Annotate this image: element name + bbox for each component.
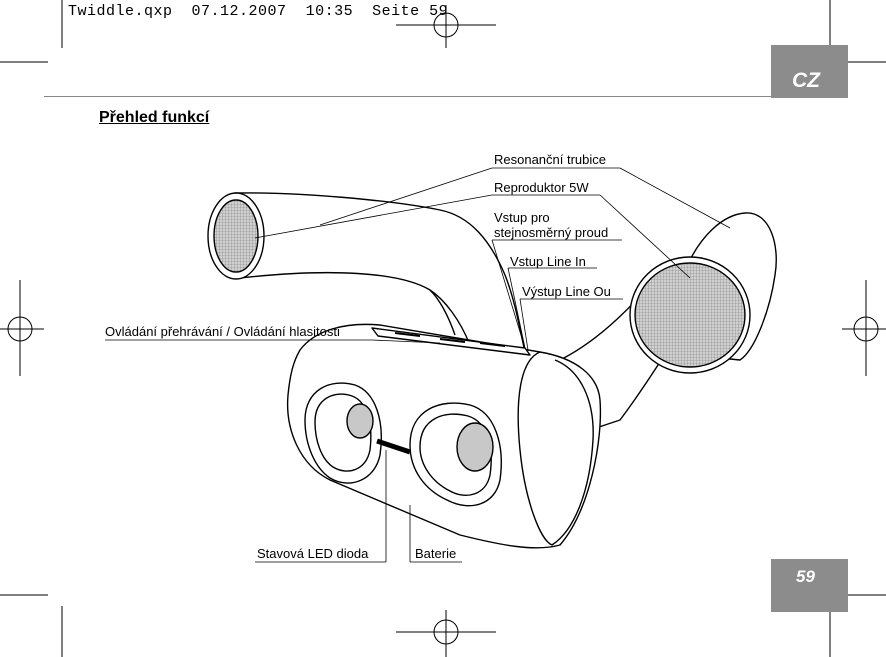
label-status-led: Stavová LED dioda xyxy=(257,546,369,561)
page-number-tab: 59 xyxy=(771,559,848,612)
slug-file: Twiddle.qxp xyxy=(68,3,173,20)
label-line-out: Výstup Line Ou xyxy=(522,284,611,299)
right-speaker-mesh xyxy=(634,262,746,368)
slug-date: 07.12.2007 xyxy=(191,3,287,20)
page-number: 59 xyxy=(796,567,815,586)
label-line-in: Vstup Line In xyxy=(510,254,586,269)
label-dc-in-line1: Vstup pro xyxy=(494,210,550,225)
slug-time: 10:35 xyxy=(305,3,354,20)
label-controls: Ovládání přehrávání / Ovládání hlasitost… xyxy=(105,324,340,339)
language-tab: CZ xyxy=(771,45,848,98)
section-title: Přehled funkcí xyxy=(99,109,210,126)
header-rule xyxy=(44,96,776,97)
language-code: CZ xyxy=(792,69,820,92)
label-speaker: Reproduktor 5W xyxy=(494,180,589,195)
label-battery: Baterie xyxy=(415,546,457,561)
left-speaker-mesh xyxy=(213,199,259,273)
label-resonance-tubes: Resonanční trubice xyxy=(494,152,607,167)
label-dc-in-line2: stejnosměrný proud xyxy=(494,225,609,240)
left-port-cone xyxy=(346,403,374,439)
slug-page-word: Seite xyxy=(372,3,420,20)
slug-page-no: 59 xyxy=(429,3,449,20)
status-led-strip xyxy=(376,438,411,455)
left-resonance-tube xyxy=(234,192,526,353)
right-port-cone xyxy=(456,422,494,472)
print-slug: Twiddle.qxp 07.12.2007 10:35 Seite 59 xyxy=(68,3,448,20)
